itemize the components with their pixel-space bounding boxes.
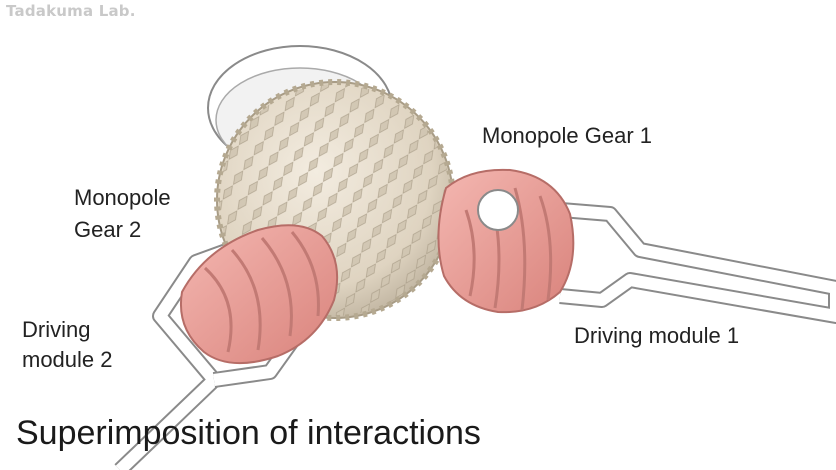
- label-monopole-gear-1: Monopole Gear 1: [482, 123, 652, 148]
- monopole-gear-1: [437, 168, 575, 314]
- caption: Superimposition of interactions: [16, 414, 481, 452]
- label-driving-module-2-line1: Driving: [22, 317, 91, 342]
- label-monopole-gear-2-line2: Gear 2: [74, 217, 142, 242]
- driving-module-1-frame: [499, 197, 836, 324]
- label-driving-module-2-line2: module 2: [22, 347, 113, 372]
- label-driving-module-1: Driving module 1: [574, 323, 740, 348]
- monopole-gear-2: [180, 224, 339, 365]
- label-monopole-gear-2-line1: Monopole: [74, 185, 171, 210]
- watermark: Tadakuma Lab.: [6, 2, 136, 20]
